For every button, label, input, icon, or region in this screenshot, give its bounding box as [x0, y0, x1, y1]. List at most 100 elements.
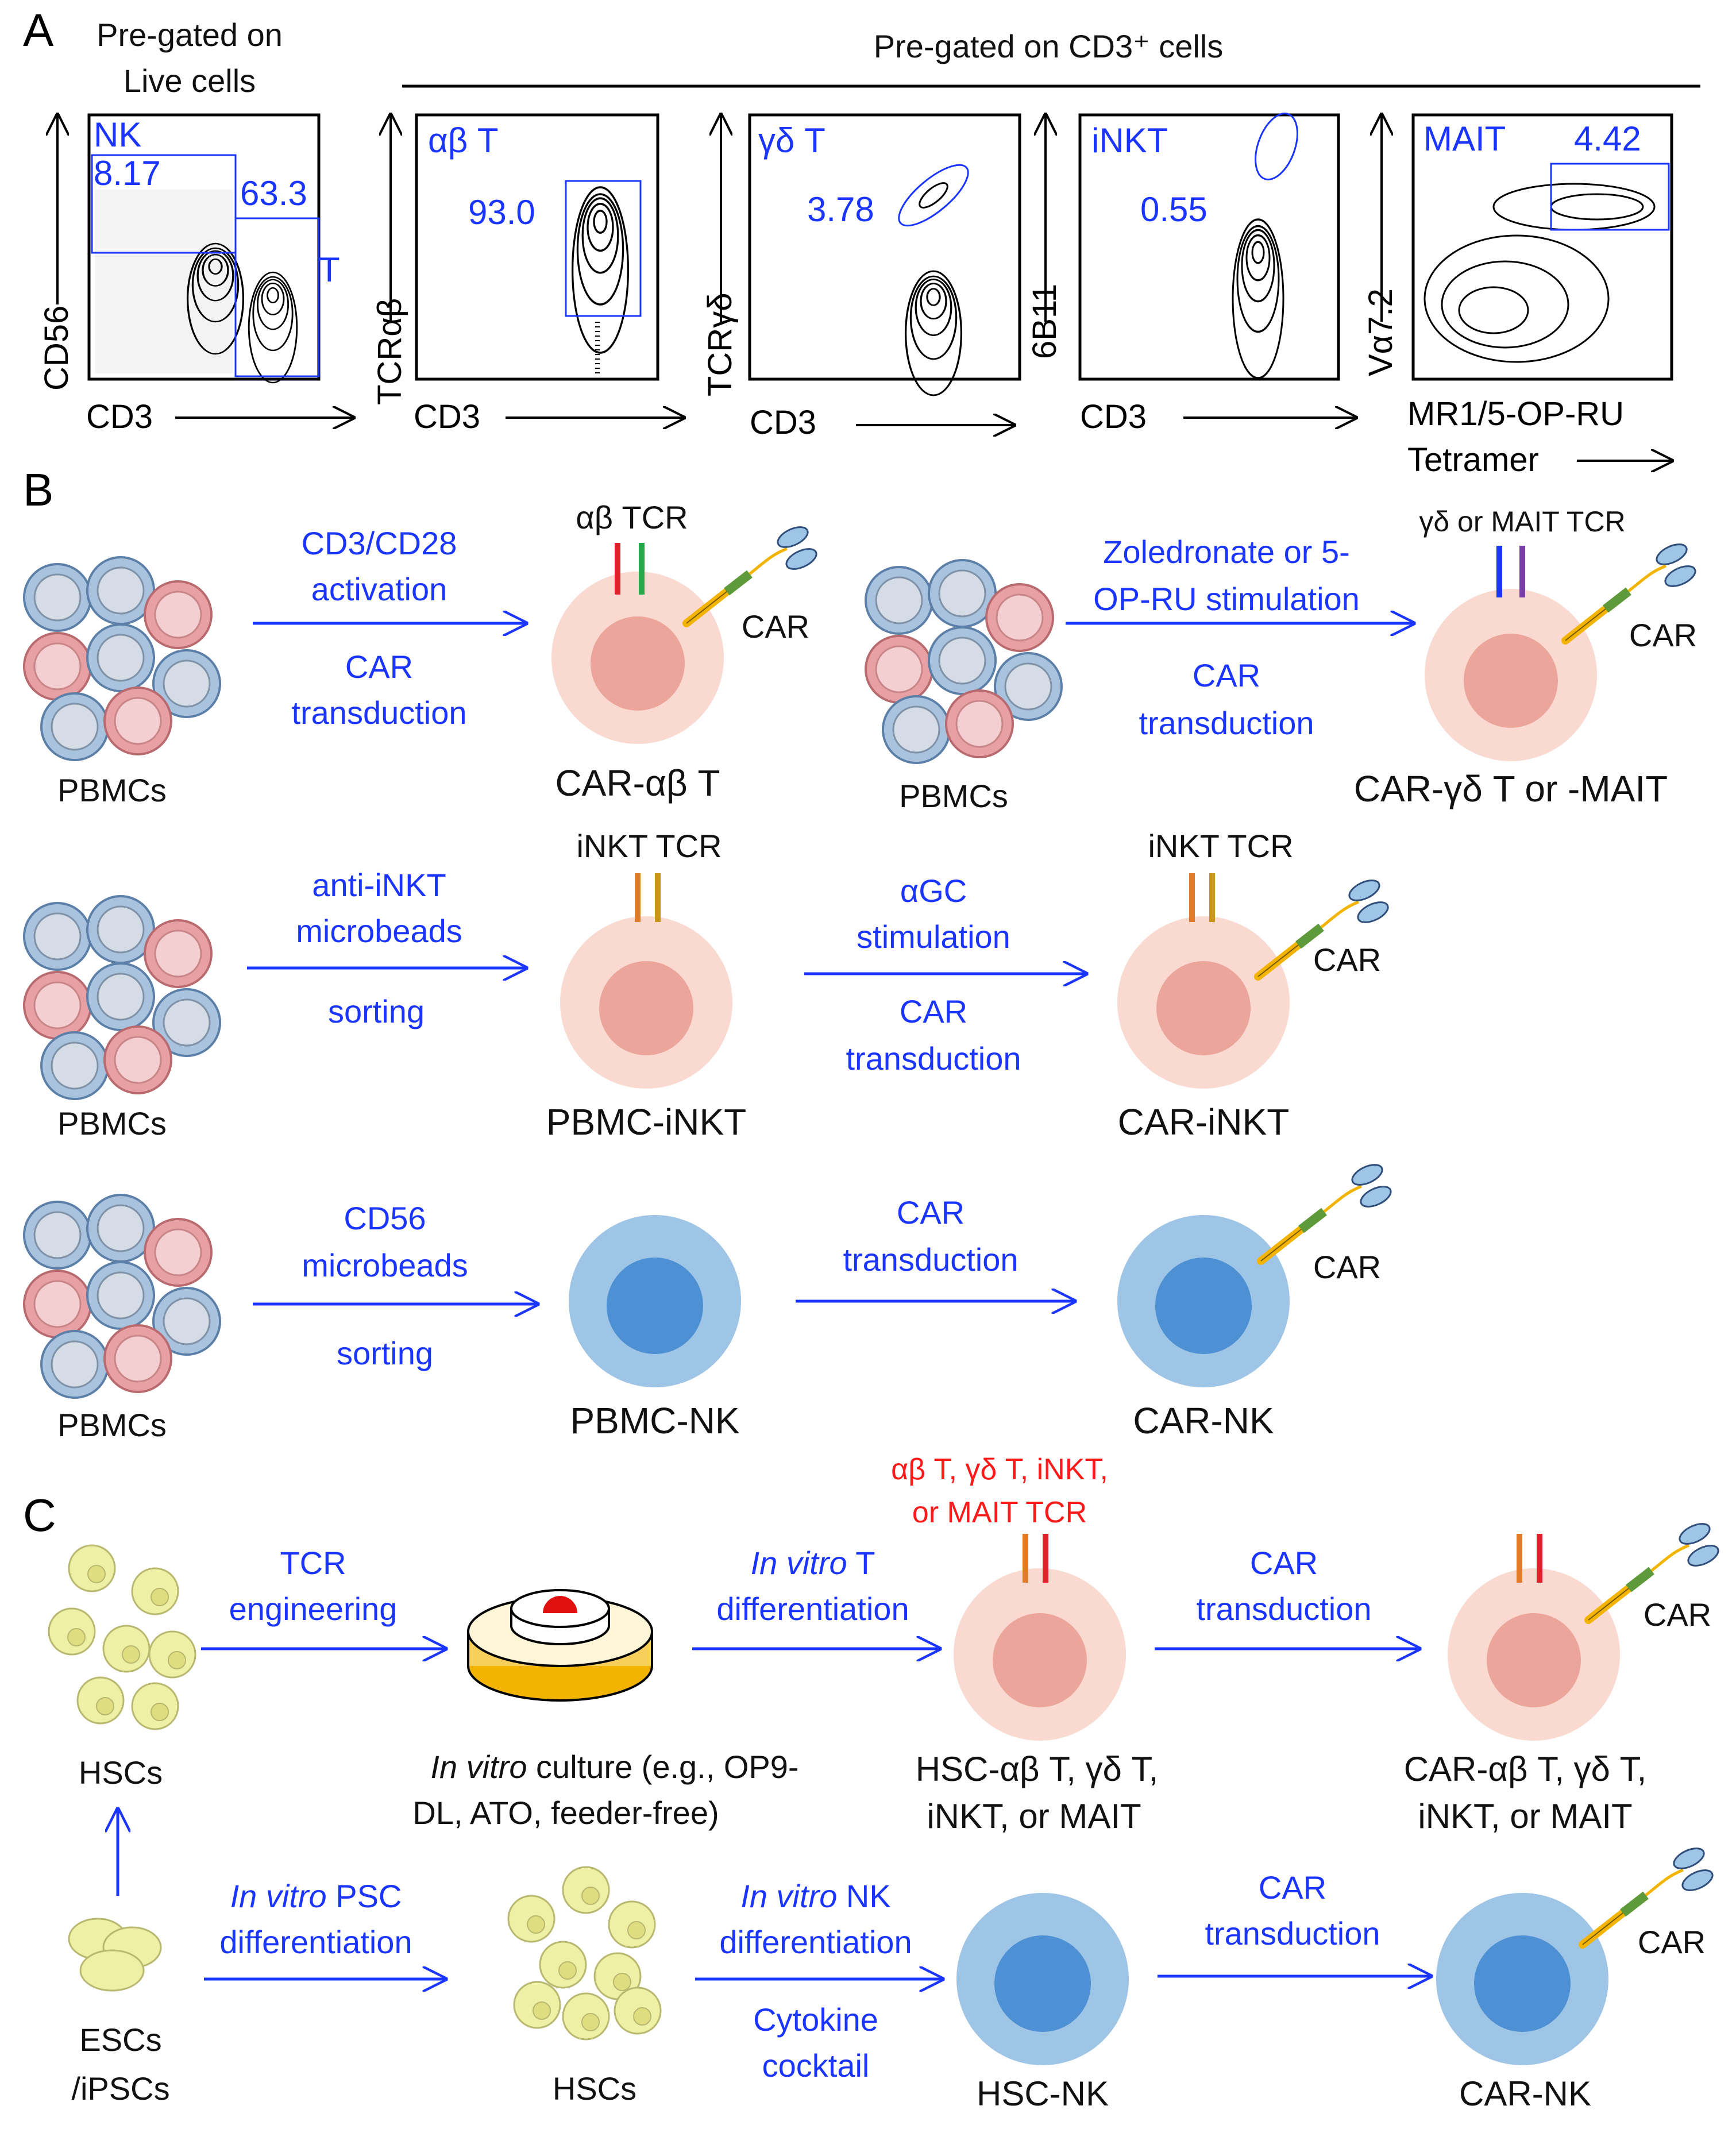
car-inkt-cell	[1117, 916, 1290, 1089]
flow-plot-gd-t: γδ T 3.78	[748, 113, 1021, 396]
gate-value-t: 63.3	[240, 174, 307, 213]
pbmc-cluster-4	[23, 1194, 221, 1399]
tcr-label-ab: αβ TCR	[576, 499, 688, 535]
cell-label-car-ab-t: CAR-αβ T	[555, 762, 720, 804]
gate-label-mait: MAIT	[1423, 119, 1506, 158]
b1-step2-line1: Zoledronate or 5-	[1103, 534, 1350, 570]
x-label-4: CD3	[1080, 398, 1147, 435]
b2-step1b: sorting	[328, 993, 425, 1029]
hsc-nk-cell	[956, 1893, 1129, 2065]
pbmc-cluster-3	[23, 895, 221, 1100]
b1-step1b-line1: CAR	[345, 649, 413, 685]
gate-value-inkt: 0.55	[1140, 190, 1208, 229]
gate-value-mait: 4.42	[1574, 119, 1641, 158]
gate-label-ab-t: αβ T	[428, 121, 499, 160]
pbmc-label-2: PBMCs	[899, 778, 1008, 814]
panel-c-letter: C	[23, 1490, 56, 1541]
flow-plot-inkt: iNKT 0.55	[1078, 113, 1340, 381]
pbmc-label-3: PBMCs	[57, 1105, 167, 1141]
pbmc-nk-cell	[569, 1215, 741, 1387]
panel-b-letter: B	[23, 464, 53, 515]
car-t-line2: iNKT, or MAIT	[1418, 1797, 1632, 1835]
car-nk-label-c: CAR-NK	[1459, 2074, 1591, 2113]
b1-step2b-line1: CAR	[1193, 657, 1260, 693]
cytokine-line2: cocktail	[762, 2047, 870, 2084]
car-ab-t-cell	[551, 572, 724, 744]
car-nk-cell-c	[1436, 1893, 1608, 2065]
car-label-6: CAR	[1638, 1924, 1706, 1960]
culture-dish-icon	[467, 1589, 653, 1702]
x-label-5-line2: Tetramer	[1407, 441, 1539, 479]
x-label-1: CD3	[86, 398, 153, 435]
b2-step2b-line1: CAR	[900, 993, 967, 1029]
car-label-4: CAR	[1313, 1249, 1381, 1285]
culture-label-line1: In vitro culture (e.g., OP9-	[430, 1749, 798, 1785]
car-label-1: CAR	[742, 608, 809, 645]
gate-value-nk: 8.17	[94, 154, 161, 192]
b2-step2-line1: αGC	[900, 873, 967, 909]
tcr-label-gd-mait: γδ or MAIT TCR	[1419, 506, 1625, 538]
tcr-eng-line1: TCR	[280, 1545, 346, 1581]
cell-label-pbmc-inkt: PBMC-iNKT	[546, 1101, 746, 1143]
pbmc-cluster-1	[23, 556, 221, 761]
escs-line1: ESCs	[79, 2022, 161, 2058]
psc-diff-line1: In vitro PSC	[230, 1878, 402, 1914]
cell-label-pbmc-nk: PBMC-NK	[570, 1400, 739, 1441]
car-t-line1: CAR-αβ T, γδ T,	[1404, 1750, 1647, 1788]
c-car-trans2-line2: transduction	[1205, 1915, 1380, 1951]
pbmc-cluster-2	[865, 559, 1063, 764]
y-label-4: 6B11	[1026, 284, 1063, 359]
tcr-label-inkt-1: iNKT TCR	[576, 828, 722, 864]
gate-value-gd-t: 3.78	[807, 190, 874, 229]
b2-step2b-line2: transduction	[846, 1040, 1021, 1077]
flow-plot-nk-t: NK 8.17 63.3 T	[87, 113, 340, 384]
b3-step2-line1: CAR	[897, 1194, 965, 1231]
y-label-3: TCRγδ	[701, 293, 739, 397]
b3-step1-line1: CD56	[344, 1200, 426, 1236]
nk-diff-line1: In vitro NK	[740, 1878, 890, 1914]
b1-step1-line1: CD3/CD28	[302, 525, 457, 561]
hsc-t-cell	[954, 1568, 1126, 1741]
b3-step1b: sorting	[337, 1335, 433, 1371]
flow-plot-ab-t: αβ T 93.0	[415, 113, 659, 381]
psc-diff-line2: differentiation	[219, 1924, 412, 1960]
gate-value-ab-t: 93.0	[468, 193, 535, 232]
b2-step2-line2: stimulation	[857, 919, 1010, 955]
b1-step2-line2: OP-RU stimulation	[1093, 581, 1360, 617]
tdiff-line2: differentiation	[716, 1591, 909, 1627]
tcr-red-line2: or MAIT TCR	[912, 1496, 1087, 1529]
x-label-5-line1: MR1/5-OP-RU	[1407, 395, 1624, 433]
nk-diff-line2: differentiation	[719, 1924, 912, 1960]
cell-label-car-inkt: CAR-iNKT	[1118, 1101, 1290, 1143]
car-gd-mait-cell	[1425, 589, 1597, 761]
hsc-nk-label: HSC-NK	[977, 2074, 1109, 2113]
culture-label-line2: DL, ATO, feeder-free)	[412, 1795, 719, 1831]
pbmc-label-1: PBMCs	[57, 772, 167, 808]
car-label-2: CAR	[1629, 617, 1697, 653]
hscs-label-top: HSCs	[79, 1754, 163, 1791]
panel-a-letter: A	[23, 5, 54, 56]
flow-plot-mait: MAIT 4.42	[1411, 113, 1673, 381]
pregate-live-line2: Live cells	[124, 63, 256, 99]
b2-step1-line2: microbeads	[296, 913, 462, 949]
pbmc-inkt-cell	[560, 916, 732, 1089]
tcr-eng-line2: engineering	[229, 1591, 398, 1627]
pregate-live-line1: Pre-gated on	[97, 17, 283, 53]
b1-step1-line2: activation	[311, 571, 447, 607]
b3-step1-line2: microbeads	[302, 1247, 468, 1283]
pregate-cd3-label: Pre-gated on CD3⁺ cells	[874, 28, 1224, 64]
car-t-cell-c	[1448, 1568, 1620, 1741]
pbmc-label-4: PBMCs	[57, 1407, 167, 1443]
hsc-t-line2: iNKT, or MAIT	[927, 1797, 1141, 1835]
cell-label-car-nk-b: CAR-NK	[1133, 1400, 1274, 1441]
gate-label-gd-t: γδ T	[758, 121, 825, 160]
car-molecule-4	[1261, 1160, 1394, 1261]
escs-line2: /iPSCs	[71, 2070, 169, 2107]
gate-label-t: T	[319, 250, 340, 289]
c-car-trans-line1: CAR	[1250, 1545, 1318, 1581]
tcr-label-inkt-2: iNKT TCR	[1148, 828, 1293, 864]
hsc-t-line1: HSC-αβ T, γδ T,	[916, 1750, 1159, 1788]
c-car-trans2-line1: CAR	[1259, 1869, 1326, 1906]
tcr-red-line1: αβ T, γδ T, iNKT,	[891, 1453, 1108, 1486]
